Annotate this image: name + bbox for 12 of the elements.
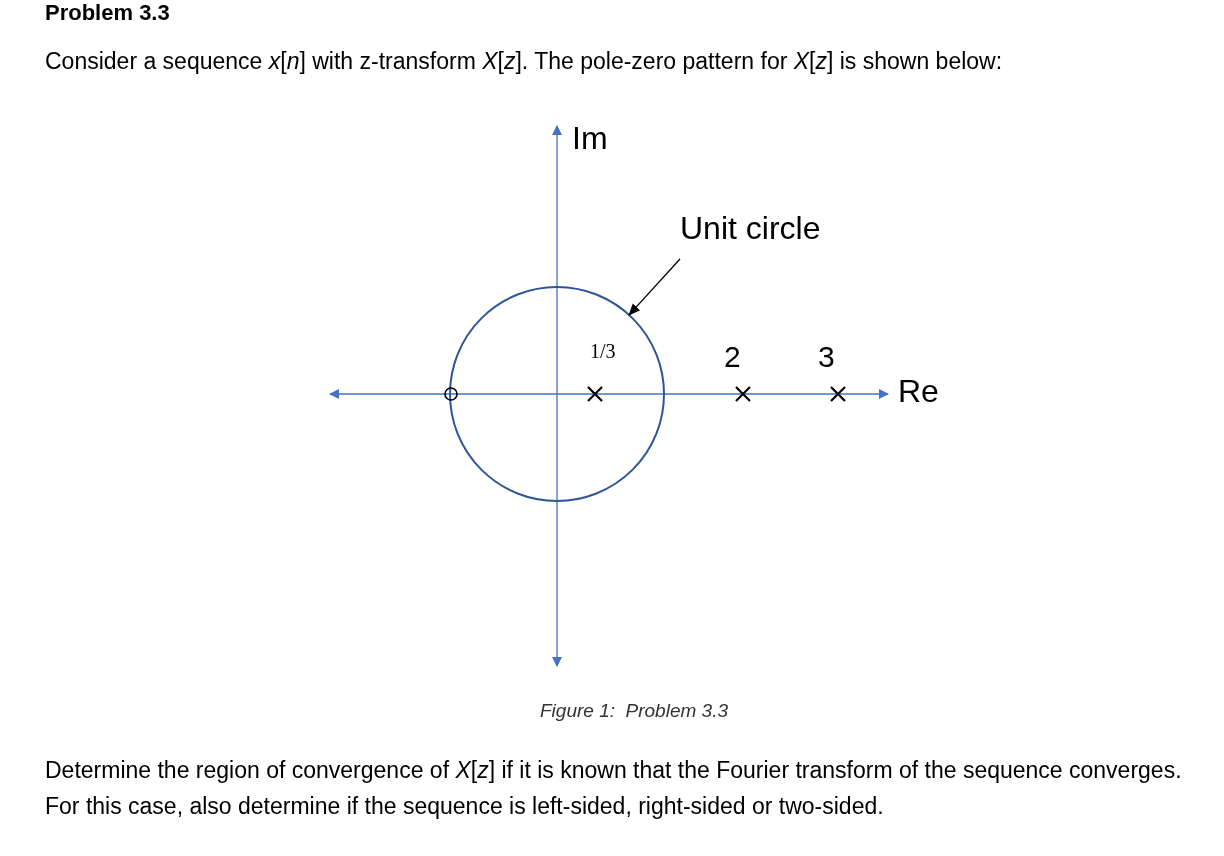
figure-caption: Figure 1: Problem 3.3 [540, 700, 728, 722]
problem-heading: Problem 3.3 [45, 0, 170, 26]
question-text: Determine the region of convergence of X[z] if it is known that the Fourier transform of the sequence converges. For this case, also determine if the sequence is left-sided, right-sided or two-sided. [45, 756, 1183, 821]
problem-statement: Consider a sequence x[n] with z-transform X[z]. The pole-zero pattern for X[z] is shown below: [45, 48, 1003, 75]
axis-label: Re [898, 373, 939, 410]
axis-label: Im [572, 120, 608, 157]
pole-value: 1/3 [590, 340, 616, 363]
unit-circle [449, 286, 665, 502]
leader-line [628, 258, 681, 316]
callout-label: Unit circle [680, 210, 821, 247]
pole-value: 3 [818, 340, 835, 374]
pole-value: 2 [724, 340, 741, 374]
